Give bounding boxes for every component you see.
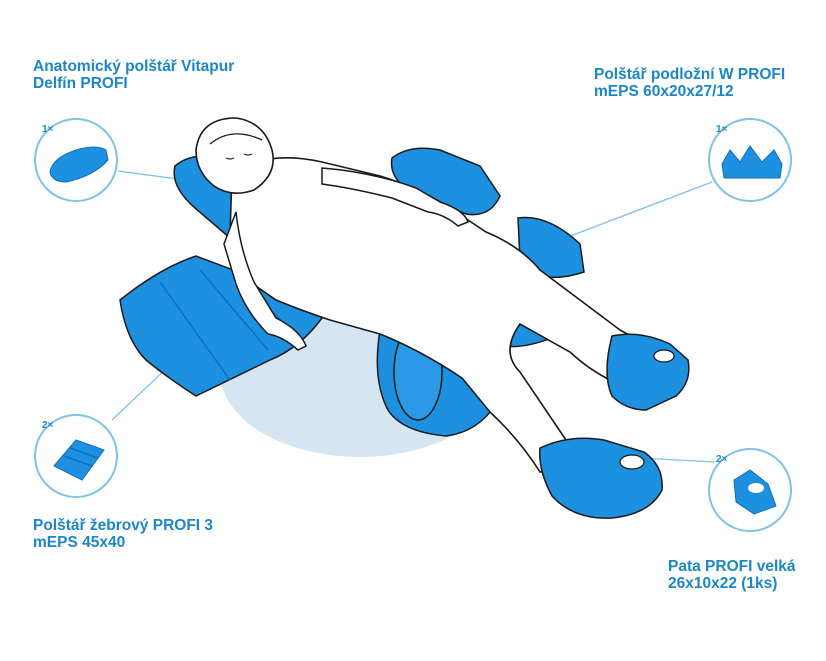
anatomic-pillow-title-line1: Anatomický polštář Vitapur bbox=[33, 58, 235, 75]
patient-left-arm bbox=[223, 211, 307, 351]
w-pillow-title-line1: Polštář podložní W PROFI bbox=[594, 66, 786, 83]
w-pillow-quantity: 1× bbox=[716, 124, 728, 135]
anatomic-pillow-quantity: 1× bbox=[42, 124, 54, 135]
heel-boot-thumbnail bbox=[708, 448, 792, 532]
patient-right-arm bbox=[321, 167, 469, 227]
rib-pillow-title-line2: mEPS 45x40 bbox=[33, 534, 126, 551]
w-pillow-title-line2: mEPS 60x20x27/12 bbox=[594, 83, 734, 100]
rib-pillow-title-line1: Polštář žebrový PROFI 3 bbox=[33, 517, 214, 534]
heel-boot-title-line2: 26x10x22 (1ks) bbox=[668, 575, 778, 592]
w-pillow-label: Polštář podložní W PROFI mEPS 60x20x27/1… bbox=[594, 66, 785, 100]
heel-boot-label: Pata PROFI velká 26x10x22 (1ks) bbox=[668, 558, 796, 592]
heel-boot-right bbox=[606, 333, 690, 411]
anatomic-pillow-icon bbox=[49, 146, 109, 183]
connector-lines bbox=[111, 170, 715, 463]
anatomic-pillow-label: Anatomický polštář Vitapur Delfín PROFI bbox=[33, 58, 234, 92]
heel-boot-title-line1: Pata PROFI velká bbox=[668, 558, 796, 575]
rib-pillow-label: Polštář žebrový PROFI 3 mEPS 45x40 bbox=[33, 517, 213, 551]
heel-boot-left bbox=[539, 437, 663, 519]
rib-pillow-thumbnail bbox=[34, 414, 118, 498]
anatomic-pillow-title-line2: Delfín PROFI bbox=[33, 75, 128, 92]
heel-boot-quantity: 2× bbox=[716, 454, 728, 465]
rib-pillow-icon bbox=[53, 439, 105, 481]
anatomic-pillow-thumbnail bbox=[34, 118, 118, 202]
w-pillow-icon bbox=[721, 145, 783, 179]
rib-pillow-quantity: 2× bbox=[42, 420, 54, 431]
w-pillow-thumbnail bbox=[708, 118, 792, 202]
heel-boot-icon bbox=[733, 469, 777, 515]
